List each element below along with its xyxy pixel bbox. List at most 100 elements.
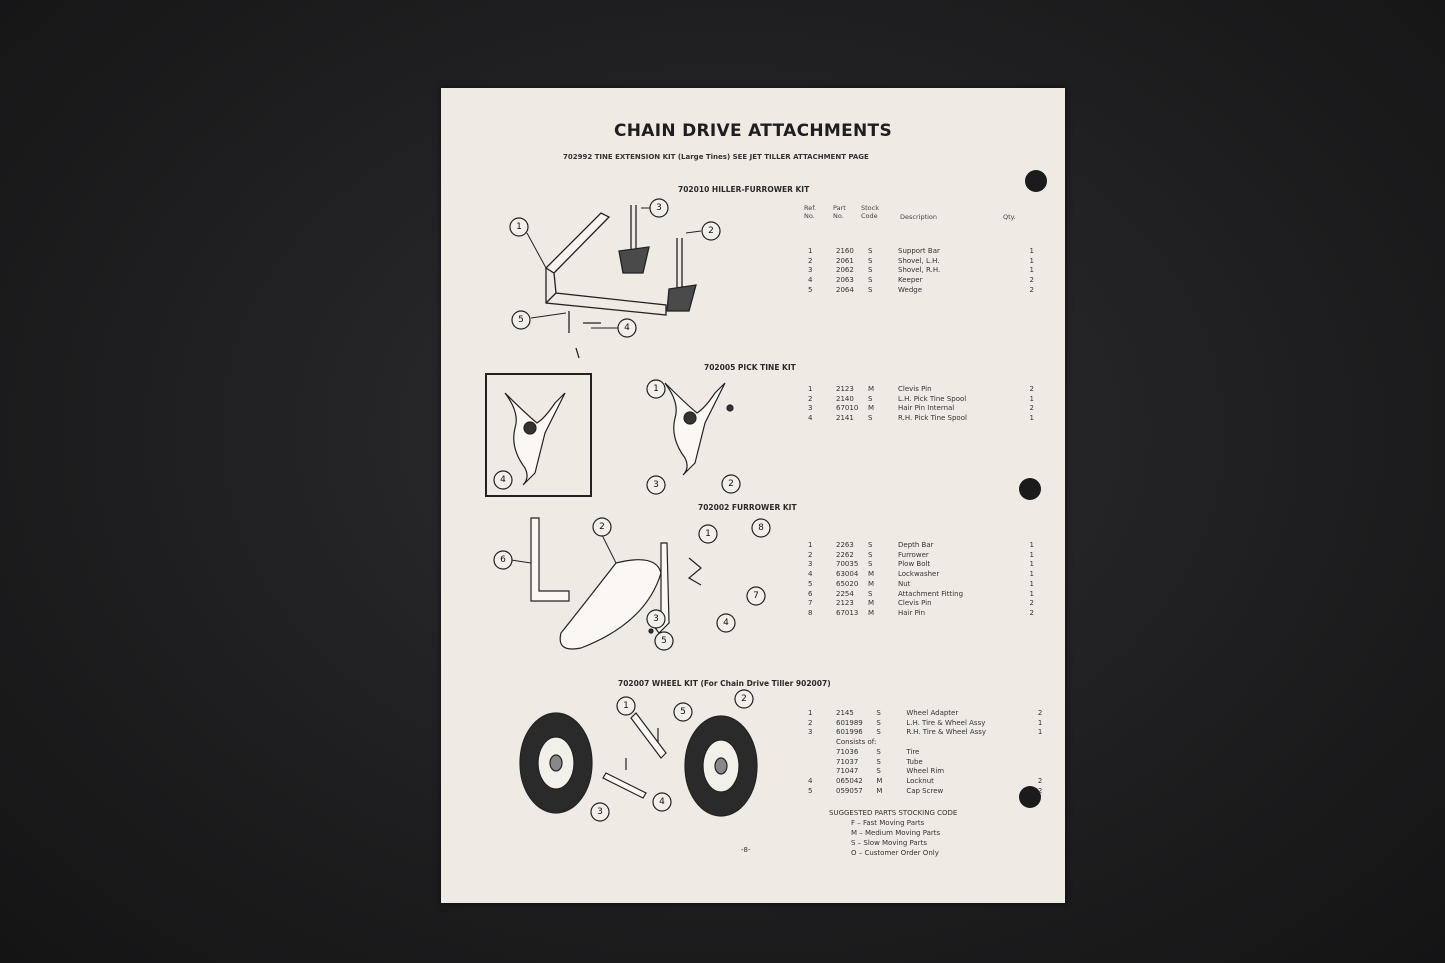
callout-6: 6 — [493, 550, 532, 570]
callout-8: 8 — [751, 518, 771, 538]
section-title-hiller-furrower: 702010 HILLER-FURROWER KIT — [678, 185, 810, 194]
description-cell: Keeper — [898, 276, 923, 285]
part-number-cell: 71047 — [836, 767, 859, 776]
stock-code-cell: S — [876, 757, 881, 766]
part-number-cell: 2262 — [836, 550, 854, 559]
svg-text:4: 4 — [500, 475, 506, 485]
pick-tine-illustration: 4 1 3 2 — [493, 379, 741, 495]
ref-cell: 2 — [808, 256, 813, 265]
description-cell: Plow Bolt — [898, 560, 931, 569]
stock-code-cell: S — [868, 589, 873, 598]
col-header-stock: Stock Code — [861, 204, 879, 220]
parts-row: 71037 S Tube — [804, 758, 1042, 768]
qty-cell: 1 — [1029, 394, 1034, 403]
description-cell: Furrower — [898, 550, 929, 559]
stock-code-cell: S — [868, 541, 873, 549]
description-cell: L.H. Tire & Wheel Assy — [906, 718, 986, 727]
svg-text:1: 1 — [705, 529, 711, 539]
ref-cell — [804, 767, 836, 777]
qty-cell — [1026, 748, 1042, 758]
qty-cell: 1 — [1029, 414, 1034, 423]
stock-code-cell: S — [868, 247, 873, 255]
svg-text:5: 5 — [680, 707, 686, 717]
svg-text:2: 2 — [741, 694, 747, 704]
pick-tine-detail-box — [485, 373, 592, 497]
ref-cell: 2 — [808, 394, 813, 403]
stock-code-cell: M — [876, 776, 883, 785]
qty-cell: 2 — [1029, 599, 1034, 608]
part-number-cell: 2254 — [836, 589, 854, 598]
ref-cell: 3 — [808, 728, 813, 737]
qty-cell — [1026, 767, 1042, 777]
callout-3: 3 — [646, 609, 666, 629]
stock-code-cell: S — [876, 718, 881, 727]
part-number-cell: 601989 — [836, 718, 863, 727]
svg-text:1: 1 — [516, 222, 522, 232]
svg-text:5: 5 — [518, 315, 524, 325]
part-number-cell: 2063 — [836, 276, 854, 285]
stock-code-cell: S — [868, 560, 873, 569]
callout-2: 2 — [721, 474, 741, 494]
description-cell: Wheel Rim — [906, 767, 945, 776]
part-number-cell: 71037 — [836, 757, 859, 766]
svg-text:1: 1 — [623, 701, 629, 711]
svg-text:3: 3 — [653, 480, 659, 490]
qty-cell: 1 — [1029, 550, 1034, 559]
svg-text:4: 4 — [624, 323, 630, 333]
callout-4: 4 — [591, 318, 637, 338]
qty-cell: 2 — [1037, 709, 1043, 717]
qty-cell: 1 — [1029, 266, 1034, 275]
part-number-cell: 63004 — [836, 570, 859, 579]
part-number-cell: 2061 — [836, 256, 854, 265]
section-title-furrower: 702002 FURROWER KIT — [698, 503, 797, 512]
callout-1: 1 — [646, 379, 666, 399]
part-number-cell: 2263 — [836, 541, 854, 549]
manual-page: CHAIN DRIVE ATTACHMENTS 702992 TINE EXTE… — [441, 88, 1065, 903]
callout-3: 3 — [646, 475, 666, 495]
svg-text:3: 3 — [597, 807, 603, 817]
callout-2: 2 — [685, 221, 721, 241]
svg-text:3: 3 — [653, 614, 659, 624]
callout-2: 2 — [734, 689, 754, 709]
description-cell: Clevis Pin — [898, 385, 932, 393]
qty-cell: 1 — [1029, 541, 1034, 549]
svg-text:3: 3 — [656, 203, 662, 213]
callout-4: 4 — [652, 792, 672, 812]
stock-code-cell: S — [868, 266, 873, 275]
stock-code-cell: S — [868, 550, 873, 559]
callout-1: 1 — [509, 217, 547, 269]
description-cell: Clevis Pin — [898, 599, 932, 608]
callout-7: 7 — [746, 586, 766, 606]
qty-cell — [1026, 738, 1042, 748]
page-title: CHAIN DRIVE ATTACHMENTS — [613, 121, 892, 141]
callout-1: 1 — [616, 696, 636, 716]
col-header-qty: Qty. — [1003, 213, 1016, 221]
description-cell: Hair Pin Internal — [898, 404, 955, 413]
description-cell: R.H. Tire & Wheel Assy — [906, 728, 987, 737]
ref-cell: 4 — [808, 276, 813, 285]
page-number: -8- — [741, 846, 751, 854]
stock-code-cell: M — [876, 786, 883, 795]
ref-cell: 8 — [808, 608, 813, 617]
qty-cell: 2 — [1029, 385, 1034, 393]
stock-code-cell — [876, 738, 906, 748]
description-cell: Tube — [906, 757, 923, 766]
description-cell — [906, 738, 1026, 748]
furrower-illustration: 6 2 1 8 7 3 4 5 — [493, 517, 771, 651]
part-number-cell: 601996 — [836, 728, 863, 737]
qty-cell: 2 — [1029, 404, 1034, 413]
stocking-code-item: O – Customer Order Only — [851, 849, 939, 857]
parts-row: Consists of: — [804, 738, 1042, 748]
